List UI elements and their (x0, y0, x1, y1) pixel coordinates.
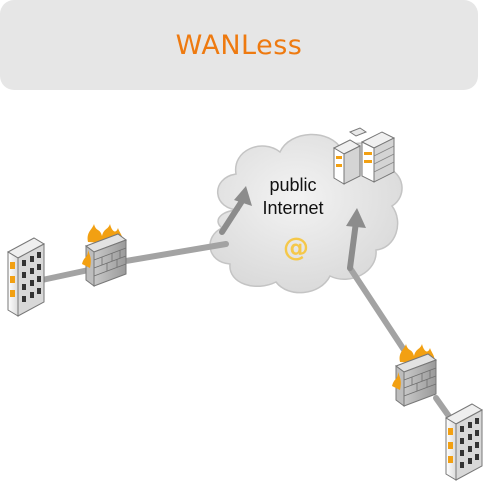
cloud-label-line1: public (269, 175, 317, 195)
arrow-icon (219, 195, 247, 235)
at-sign-icon: @ (283, 233, 309, 263)
at-symbol: @ (283, 233, 309, 263)
cloud-label-line2: Internet (262, 198, 324, 218)
office-building-icon (444, 403, 484, 481)
server-rack-icon (332, 127, 396, 185)
firewall-icon (392, 344, 438, 407)
title-banner: WANLess (0, 0, 478, 90)
arrow-icon (347, 219, 359, 271)
diagram-title: WANLess (175, 29, 303, 61)
cloud-label: public Internet (248, 174, 338, 220)
office-building-icon (6, 237, 46, 317)
firewall-icon (82, 224, 128, 287)
